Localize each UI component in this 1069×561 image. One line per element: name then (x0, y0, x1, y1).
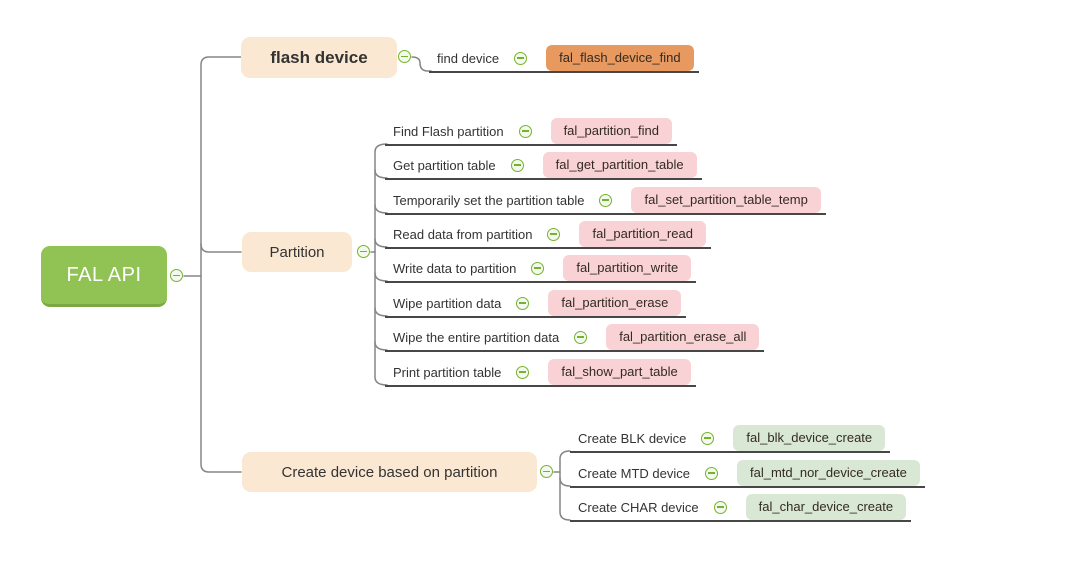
collapse-minus-icon[interactable] (516, 365, 530, 379)
api-function-node[interactable]: fal_blk_device_create (733, 425, 886, 451)
leaf-label: Wipe partition data (393, 295, 502, 311)
minus-dash (173, 274, 180, 277)
leaf-label: Create BLK device (578, 430, 687, 446)
minus-dash (707, 472, 715, 474)
minus-dash (401, 55, 408, 58)
minus-dash (517, 57, 525, 59)
api-function-node[interactable]: fal_char_device_create (745, 494, 907, 520)
node-fal-api[interactable]: FAL API (41, 246, 167, 307)
branch-label: Create device based on partition (281, 463, 498, 481)
api-function-node[interactable]: fal_partition_erase (548, 290, 682, 316)
minus-dash (716, 506, 724, 508)
collapse-minus-icon-partition[interactable] (357, 245, 370, 258)
api-function-node[interactable]: fal_flash_device_find (546, 45, 694, 71)
collapse-minus-icon[interactable] (547, 227, 561, 241)
leaf-node-row: Find Flash partition fal_partition_find (385, 118, 677, 146)
collapse-minus-icon[interactable] (516, 296, 530, 310)
api-function-node[interactable]: fal_partition_erase_all (606, 324, 760, 350)
api-function-node[interactable]: fal_get_partition_table (542, 152, 697, 178)
node-partition[interactable]: Partition (242, 232, 352, 272)
leaf-node-row: Write data to partition fal_partition_wr… (385, 255, 697, 283)
minus-dash (519, 302, 527, 304)
minus-dash (521, 130, 529, 132)
minus-dash (550, 233, 558, 235)
leaf-node-row: Wipe partition data fal_partition_erase (385, 290, 687, 318)
branch-label: flash device (270, 47, 368, 67)
root-label: FAL API (66, 263, 142, 286)
leaf-label: Temporarily set the partition table (393, 192, 585, 208)
minus-dash (519, 371, 527, 373)
leaf-label: find device (437, 50, 500, 66)
collapse-minus-icon-root[interactable] (170, 269, 183, 282)
collapse-minus-icon[interactable] (518, 124, 532, 138)
leaf-label: Create MTD device (578, 465, 690, 481)
collapse-minus-icon[interactable] (514, 51, 528, 65)
leaf-label: Wipe the entire partition data (393, 329, 560, 345)
leaf-label: Get partition table (393, 157, 496, 173)
collapse-minus-icon[interactable] (701, 431, 715, 445)
branch-label: Partition (269, 243, 325, 261)
leaf-node-row: Create CHAR device fal_char_device_creat… (570, 494, 912, 522)
api-function-node[interactable]: fal_mtd_nor_device_create (736, 460, 920, 486)
minus-dash (513, 164, 521, 166)
collapse-minus-icon-flash[interactable] (398, 50, 411, 63)
collapse-minus-icon[interactable] (713, 500, 727, 514)
api-function-node[interactable]: fal_show_part_table (548, 359, 691, 385)
api-function-node[interactable]: fal_partition_find (550, 118, 672, 144)
leaf-node-row: Temporarily set the partition table fal_… (385, 187, 826, 215)
minus-dash (602, 199, 610, 201)
leaf-node-row: Read data from partition fal_partition_r… (385, 221, 711, 249)
leaf-label: Print partition table (393, 364, 502, 380)
leaf-label: Create CHAR device (578, 499, 699, 515)
minus-dash (577, 336, 585, 338)
node-flash-device[interactable]: flash device (241, 37, 397, 78)
api-function-node[interactable]: fal_set_partition_table_temp (631, 187, 821, 213)
minus-dash (704, 437, 712, 439)
leaf-node-row: Create MTD device fal_mtd_nor_device_cre… (570, 460, 925, 488)
collapse-minus-icon[interactable] (704, 466, 718, 480)
minus-dash (360, 250, 367, 253)
collapse-minus-icon-create[interactable] (540, 465, 553, 478)
leaf-label: Read data from partition (393, 226, 533, 242)
collapse-minus-icon[interactable] (510, 158, 524, 172)
leaf-node-row: Create BLK device fal_blk_device_create (570, 425, 891, 453)
node-create-device[interactable]: Create device based on partition (242, 452, 537, 492)
leaf-node-row: Get partition table fal_get_partition_ta… (385, 152, 702, 180)
leaf-node-row: find device fal_flash_device_find (429, 45, 699, 73)
collapse-minus-icon[interactable] (531, 261, 545, 275)
leaf-node-row: Print partition table fal_show_part_tabl… (385, 359, 696, 387)
minus-dash (543, 470, 550, 473)
collapse-minus-icon[interactable] (599, 193, 613, 207)
api-function-node[interactable]: fal_partition_write (563, 255, 692, 281)
api-function-node[interactable]: fal_partition_read (579, 221, 706, 247)
collapse-minus-icon[interactable] (574, 330, 588, 344)
leaf-node-row: Wipe the entire partition data fal_parti… (385, 324, 765, 352)
leaf-label: Write data to partition (393, 260, 517, 276)
leaf-label: Find Flash partition (393, 123, 504, 139)
minus-dash (534, 267, 542, 269)
